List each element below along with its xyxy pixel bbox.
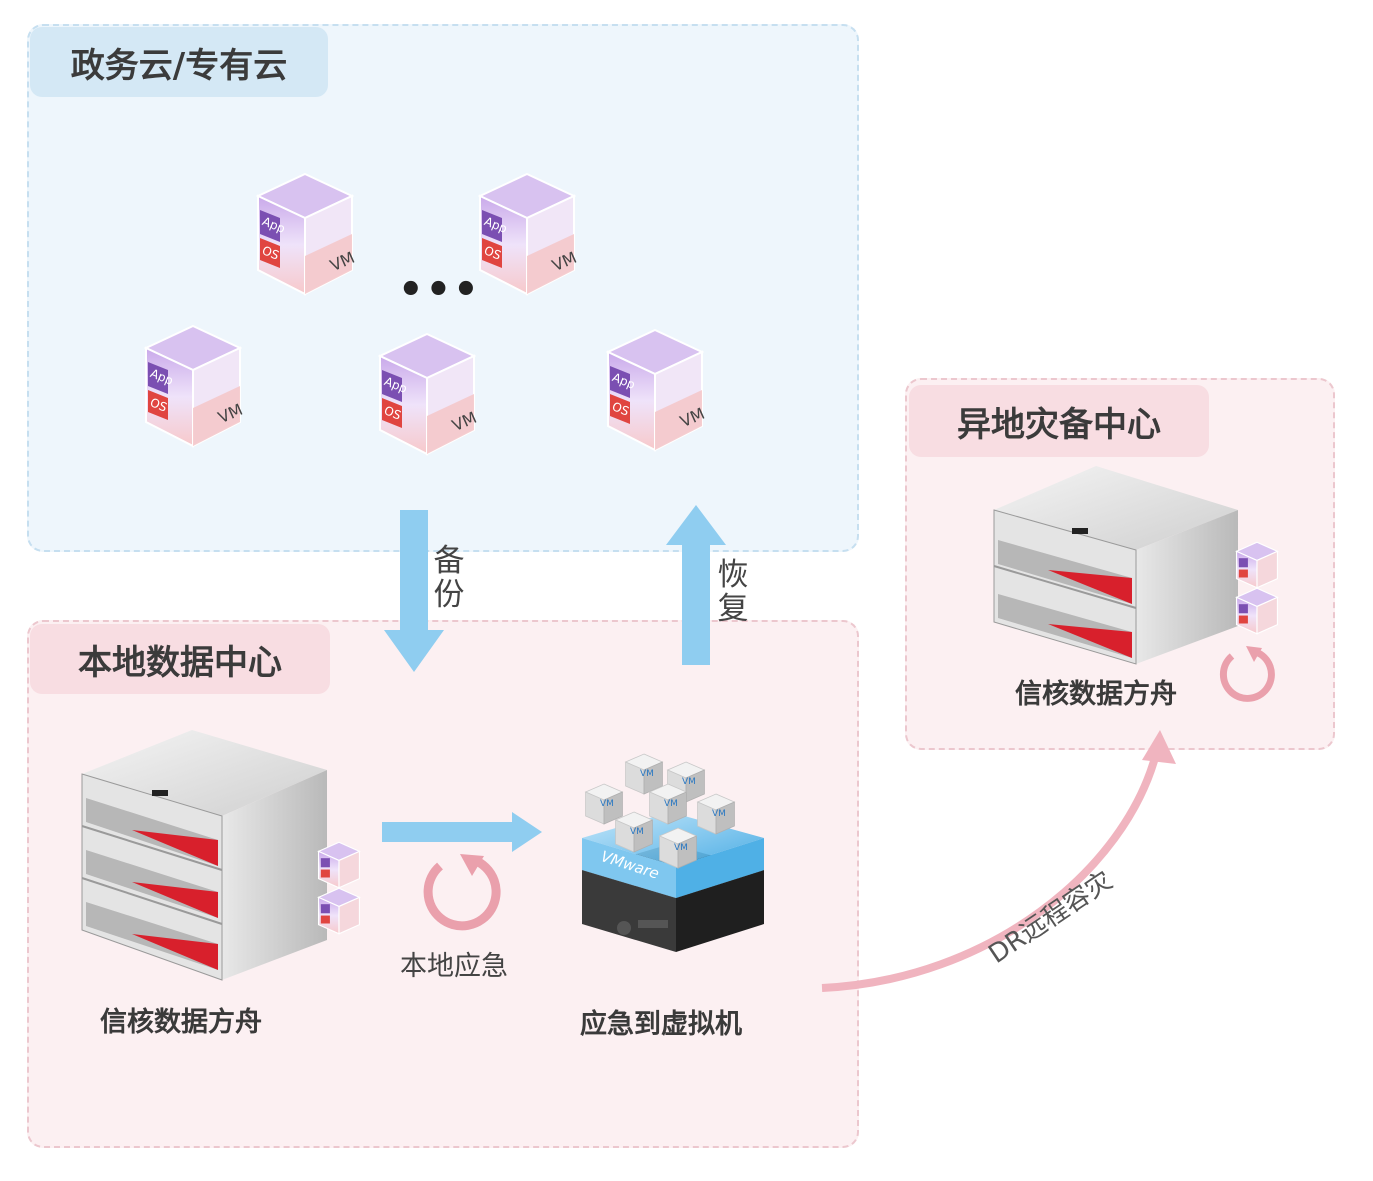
more-vms-ellipsis: ••• bbox=[398, 267, 481, 313]
vmware-vm-cube-label: VM bbox=[674, 843, 688, 853]
vm-icon: App OS VM bbox=[374, 330, 480, 458]
local-emergency-cycle-icon bbox=[423, 854, 501, 931]
vmware-host-icon: VM VM VM VM VM VM VM bbox=[582, 753, 764, 952]
remote-cycle-icon bbox=[1219, 646, 1275, 702]
local-emergency-arrow bbox=[382, 812, 542, 852]
vmware-vm-cube-label: VM bbox=[682, 777, 696, 787]
local-emergency-label: 本地应急 bbox=[400, 951, 508, 982]
vm-icon: App OS VM bbox=[602, 326, 708, 454]
remote-ark-vm-badge-icon bbox=[1235, 541, 1279, 635]
vmware-vm-cube-label: VM bbox=[600, 799, 614, 809]
local-ark-vm-badge-icon bbox=[317, 841, 361, 935]
restore-arrow bbox=[666, 505, 726, 665]
remote-dr-title: 异地灾备中心 bbox=[909, 385, 1209, 457]
vm-icon: App OS VM bbox=[474, 170, 580, 298]
vmware-vm-cube-label: VM bbox=[664, 799, 678, 809]
remote-ark-server-icon bbox=[993, 466, 1238, 665]
local-ark-label: 信核数据方舟 bbox=[100, 1007, 262, 1038]
gov-cloud-title: 政务云/专有云 bbox=[30, 27, 328, 97]
vmware-vm-cube-label: VM bbox=[640, 769, 654, 779]
backup-label: 备份 bbox=[433, 543, 465, 613]
vm-icon: App OS VM bbox=[140, 322, 246, 450]
vmware-vm-cube-label: VM bbox=[630, 827, 644, 837]
local-ark-server-icon bbox=[81, 730, 327, 981]
vmware-vm-cube-label: VM bbox=[712, 809, 726, 819]
emergency-vm-label: 应急到虚拟机 bbox=[580, 1009, 742, 1040]
vm-icon: App OS VM bbox=[252, 170, 358, 298]
backup-arrow bbox=[384, 510, 444, 672]
dr-arrow bbox=[821, 730, 1176, 992]
restore-label: 恢复 bbox=[717, 557, 749, 627]
local-datacenter-title: 本地数据中心 bbox=[30, 624, 330, 694]
gov-cloud-zone bbox=[27, 24, 859, 552]
remote-ark-label: 信核数据方舟 bbox=[1015, 679, 1177, 710]
